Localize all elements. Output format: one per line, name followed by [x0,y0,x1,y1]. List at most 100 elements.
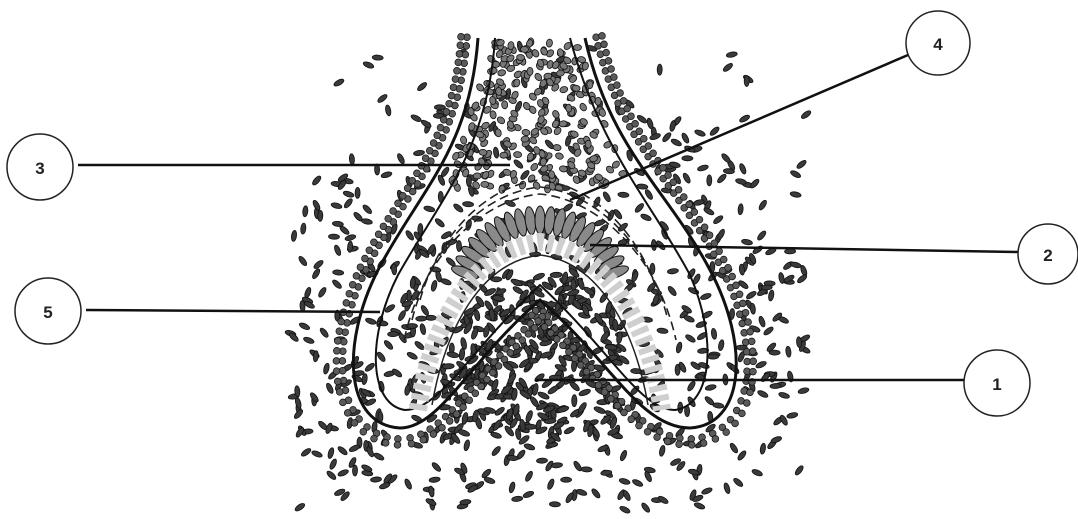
cell [585,140,591,148]
cell [752,245,764,255]
cell [661,131,672,143]
callout-5: 5 [15,278,81,344]
cell [457,428,470,437]
cell [602,191,612,203]
cell [300,223,306,234]
sheath-cell [466,397,473,404]
cell [484,476,496,484]
cell [595,97,601,105]
sheath-cell [636,128,643,135]
sheath-cell [507,350,514,357]
cell [798,387,810,395]
sheath-cell [701,224,708,231]
sheath-cell [601,389,608,396]
cell [711,328,717,340]
sheath-cell [457,42,464,49]
sheath-cell [450,84,457,91]
callout-label: 4 [933,35,943,54]
cell [713,402,725,408]
cell [785,346,791,358]
cell [549,502,560,508]
cell [640,502,651,514]
sheath-cell [749,348,756,355]
sheath-cell [501,356,508,363]
cell [796,337,802,348]
cell [701,487,713,496]
cell [319,327,330,339]
callout-4: 4 [906,11,970,75]
cell [527,67,533,75]
cell [365,446,374,458]
cell [619,477,631,485]
cell [385,105,392,117]
sheath-cell [700,440,707,447]
sheath-cell [644,428,651,435]
cell [649,132,661,140]
cell [578,388,591,397]
sheath-cell [605,58,612,65]
sheath-cell [343,300,350,307]
sheath-cell [395,200,402,207]
sheath-cell [723,429,730,436]
cell [291,230,297,242]
cell [396,153,406,165]
cell [716,173,727,184]
cell [414,340,426,351]
sheath-cell [739,410,746,417]
cell [317,286,327,298]
cell [440,230,452,240]
cell [761,285,772,291]
sheath-cell [732,420,739,427]
cell [682,172,692,184]
sheath-cell [519,337,526,344]
cell [553,144,562,151]
sheath-cell [640,135,647,142]
sheath-cell [334,338,341,345]
sheath-cell [333,358,340,365]
cell [397,310,407,322]
cell [470,327,479,340]
sheath-cell [676,441,683,448]
cell [440,166,450,178]
sheath-cell [748,338,755,345]
cell [579,102,588,112]
cell [331,202,343,210]
sheath-cell [628,416,635,423]
cell [522,490,534,499]
sheath-cell [712,436,719,443]
sheath-cell [531,325,538,332]
sheath-cell [733,282,740,289]
cell [294,386,300,397]
sheath-cell [632,120,639,127]
cell [343,197,354,209]
sheath-cell [453,411,460,418]
sheath-cell [745,319,752,326]
cell [420,304,430,316]
cell [404,478,413,490]
cell [657,64,662,75]
cell [683,314,695,323]
cell [494,128,502,137]
cell [508,481,516,493]
cell [406,351,418,361]
sheath-cell [443,108,450,115]
cell [686,380,696,392]
sheath-cell [353,273,360,280]
cell [434,217,446,228]
cell [790,261,802,269]
cell [489,67,498,74]
sheath-cell [686,201,693,208]
cell [344,234,356,242]
sheath-cell [577,362,584,369]
sheath-cell [338,318,345,325]
sheath-cell [660,164,667,171]
cell [416,316,427,321]
cell [756,230,767,242]
cell [565,104,572,112]
sheath-cell [399,192,406,199]
cell [590,488,601,500]
cell [459,348,465,360]
sheath-cell [665,172,672,179]
cell [294,502,306,512]
